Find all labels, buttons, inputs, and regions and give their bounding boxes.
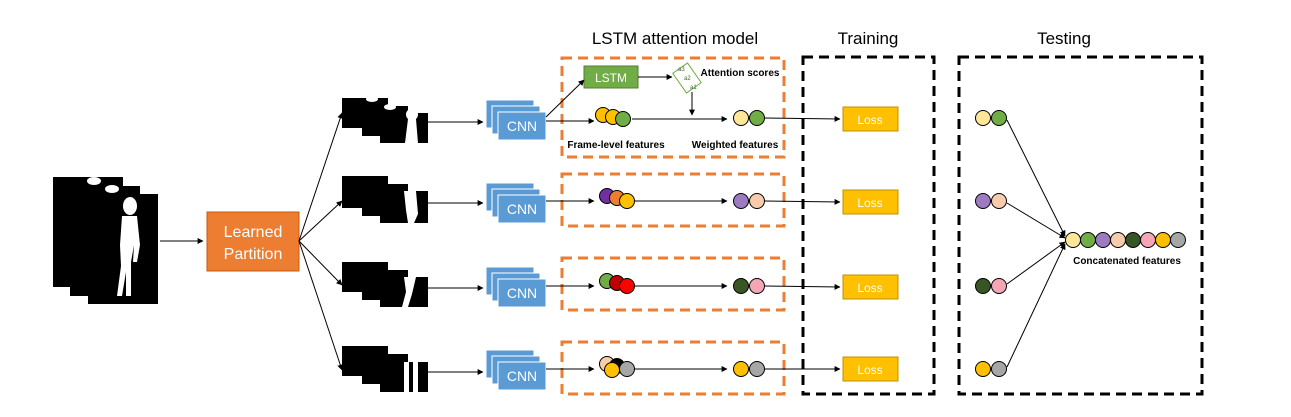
concat-feature [1110,232,1126,248]
cnn-label: CNN [507,118,537,134]
feature-row-3 [546,273,765,294]
loss-label: Loss [857,196,882,210]
partition-strip-1 [342,96,428,143]
loss-box-row-3: Loss [842,274,899,300]
cnn-label: CNN [507,285,537,301]
concat-feature [1140,232,1156,248]
weighted-feature [749,361,765,377]
testing-box [957,55,1204,396]
frame-feature [619,361,635,377]
cnn-label: CNN [507,201,537,217]
feature-row-4 [546,356,765,378]
frame-feature [619,193,635,209]
training-box [801,55,936,396]
attention-scores-label: Attention scores [701,68,780,79]
loss-box-row-1: Loss [842,106,899,132]
attention-score-a2: a2 [684,76,691,82]
testing-feature-pair-3 [975,278,1007,294]
feature-row-1 [546,107,765,127]
concat-feature [1080,232,1096,248]
attention-module-box-row-4 [560,340,786,396]
lstm-label: LSTM [595,71,627,85]
cnn-block-row-4: CNN [485,349,547,391]
partition-strip-3 [342,262,428,307]
attention-module-box-row-3 [560,256,786,312]
cnn-block-row-1: CNN [485,99,547,141]
frame-level-features-label: Frame-level features [567,140,665,151]
attention-module-box-row-1 [560,56,786,159]
loss-box-row-2: Loss [842,189,899,215]
header-lstm-attention-model: LSTM attention model [592,29,758,48]
partition-strip-4 [342,346,428,392]
concat-feature [1125,232,1141,248]
frame-feature [604,362,620,378]
concat-feature [1095,232,1111,248]
weighted-feature [749,110,765,126]
loss-label: Loss [857,363,882,377]
attention-score-a1: a1 [690,85,697,91]
attention-scores-box: a3 a2 a1 [672,62,702,94]
feature-row-2 [546,188,765,209]
weighted-feature [733,193,749,209]
concat-feature [1065,232,1081,248]
cnn-block-row-2: CNN [485,182,547,224]
concatenated-features-label: Concatenated features [1073,256,1181,267]
attention-module-box-row-2 [560,172,786,228]
testing-feature-pair-1 [975,110,1007,126]
loss-label: Loss [857,113,882,127]
header-testing: Testing [1037,29,1091,48]
weighted-features-label: Weighted features [692,140,779,151]
learned-partition-label-line1: Learned [224,224,283,241]
walking-person-silhouette [117,197,140,296]
loss-label: Loss [857,281,882,295]
concat-feature [1170,232,1186,248]
cnn-label: CNN [507,368,537,384]
frame-feature [619,278,635,294]
weighted-feature [749,193,765,209]
loss-box-row-4: Loss [842,356,899,382]
input-silhouette-stack [53,177,158,304]
weighted-feature [733,278,749,294]
testing-feature-pair-4 [975,361,1007,377]
concatenated-feature-vector [1065,232,1186,248]
attention-score-a3: a3 [678,67,685,73]
weighted-feature [749,278,765,294]
learned-partition-label-line2: Partition [224,246,283,263]
frame-feature [615,111,631,127]
cnn-block-row-3: CNN [485,266,547,308]
learned-partition-box [206,211,300,272]
header-training: Training [838,29,899,48]
weighted-feature [733,361,749,377]
partition-strip-2 [342,176,428,223]
testing-feature-pair-2 [975,193,1007,209]
concat-feature [1155,232,1171,248]
weighted-feature [733,110,749,126]
